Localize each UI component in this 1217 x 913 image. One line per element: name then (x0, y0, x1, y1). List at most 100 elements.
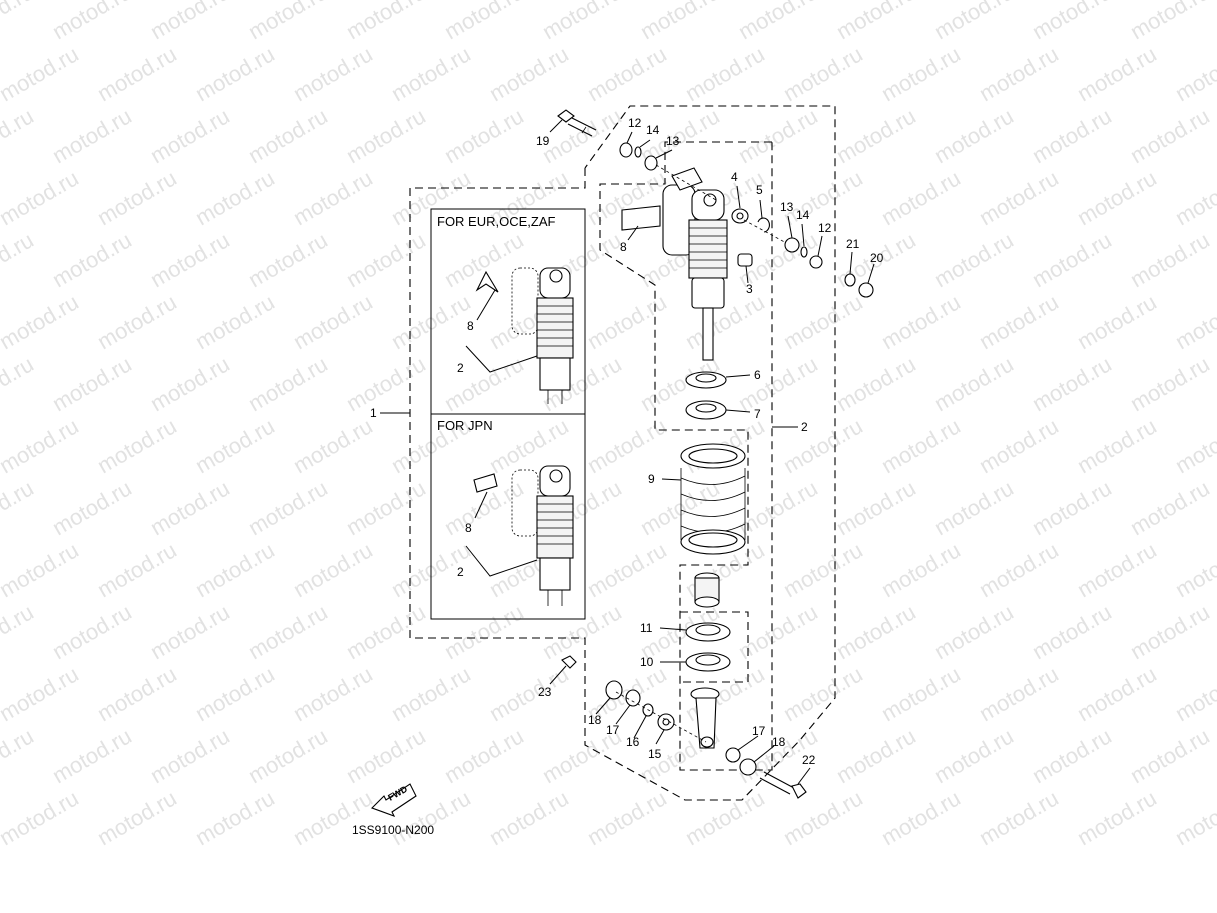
watermark-text: motod.ru (485, 41, 573, 106)
watermark-text: motod.ru (1171, 537, 1217, 602)
watermark-text: motod.ru (0, 351, 38, 416)
watermark-text: motod.ru (0, 41, 83, 106)
callout-1: 1 (370, 406, 377, 420)
watermark-text: motod.ru (146, 475, 234, 540)
watermark-text: motod.ru (244, 351, 332, 416)
watermark-text: motod.ru (0, 289, 83, 354)
callout-17-right: 17 (752, 724, 766, 738)
watermark-text: motod.ru (289, 413, 377, 478)
watermark-text: motod.ru (191, 41, 279, 106)
nut-20 (858, 282, 874, 298)
callout-14-right: 14 (796, 208, 810, 222)
watermark-text: motod.ru (734, 0, 822, 44)
leader-lines (380, 119, 875, 785)
watermark-text: motod.ru (877, 289, 965, 354)
watermark-text: motod.ru (1028, 599, 1116, 664)
spring-seat-group-boundary (680, 611, 749, 683)
watermark-text: motod.ru (48, 723, 136, 788)
watermark-text: motod.ru (342, 0, 430, 44)
callout-12-right: 12 (818, 221, 832, 235)
watermark-text: motod.ru (1073, 661, 1161, 726)
watermark-text: motod.ru (832, 351, 920, 416)
watermark-text: motod.ru (191, 785, 279, 850)
nut-23 (561, 655, 577, 669)
callout-15: 15 (648, 747, 662, 761)
watermark-text: motod.ru (779, 785, 867, 850)
watermark-text: motod.ru (244, 599, 332, 664)
watermark-text: motod.ru (244, 0, 332, 44)
bolt-22 (759, 771, 807, 799)
eur-shock-illustration (475, 267, 574, 404)
fitting-3 (737, 253, 753, 267)
watermark-text: motod.ru (440, 723, 528, 788)
watermark-text: motod.ru (975, 785, 1063, 850)
watermark-text: motod.ru (975, 537, 1063, 602)
watermark-text: motod.ru (0, 785, 83, 850)
watermark-text: motod.ru (48, 351, 136, 416)
lower-eye (690, 687, 720, 749)
watermark-text: motod.ru (975, 41, 1063, 106)
seal-17-left (625, 689, 641, 707)
watermark-text: motod.ru (0, 537, 83, 602)
watermark-text: motod.ru (289, 537, 377, 602)
watermark-text: motod.ru (583, 785, 671, 850)
watermark-text: motod.ru (1126, 351, 1214, 416)
ring-nut-7 (685, 400, 727, 420)
watermark-text: motod.ru (146, 723, 234, 788)
watermark-text: motod.ru (734, 599, 822, 664)
watermark-text: motod.ru (146, 103, 234, 168)
watermark-text: motod.ru (1126, 103, 1214, 168)
watermark-text: motod.ru (289, 785, 377, 850)
watermark-text: motod.ru (93, 785, 181, 850)
callout-20: 20 (870, 251, 884, 265)
jpn-callout-2: 2 (457, 565, 464, 579)
watermark-text: motod.ru (930, 0, 1018, 44)
assembly-2-boundary (599, 141, 773, 771)
watermark-text: motod.ru (244, 227, 332, 292)
watermark-text: motod.ru (289, 165, 377, 230)
watermark-text: motod.ru (244, 723, 332, 788)
watermark-text: motod.ru (1073, 165, 1161, 230)
watermark-text: motod.ru (48, 475, 136, 540)
watermark-text: motod.ru (93, 165, 181, 230)
bushing-12-right (809, 255, 823, 269)
watermark-text: motod.ru (930, 227, 1018, 292)
callout-4: 4 (731, 170, 738, 184)
watermark-text: motod.ru (1073, 289, 1161, 354)
callout-14-upper: 14 (646, 123, 660, 137)
watermark-text: motod.ru (342, 103, 430, 168)
bushing-12-upper (619, 142, 633, 158)
watermark-text: motod.ru (1171, 413, 1217, 478)
watermark-text: motod.ru (0, 599, 38, 664)
watermark-text: motod.ru (93, 537, 181, 602)
watermark-text: motod.ru (342, 227, 430, 292)
watermark-text: motod.ru (1028, 475, 1116, 540)
watermark-text: motod.ru (877, 41, 965, 106)
callout-8: 8 (620, 240, 627, 254)
callout-13-upper: 13 (666, 134, 680, 148)
callout-19: 19 (536, 134, 550, 148)
watermark-text: motod.ru (930, 723, 1018, 788)
watermark-text: motod.ru (440, 0, 528, 44)
watermark-text: motod.ru (1028, 103, 1116, 168)
label-part-8 (621, 205, 661, 231)
watermark-text: motod.ru (244, 103, 332, 168)
jpn-shock-illustration (473, 465, 574, 606)
watermark-text: motod.ru (1028, 723, 1116, 788)
watermark-text: motod.ru (538, 103, 626, 168)
watermark-text: motod.ru (1126, 0, 1214, 44)
watermark-text: motod.ru (1073, 413, 1161, 478)
watermark-text: motod.ru (1073, 41, 1161, 106)
ring-nut-6 (685, 371, 727, 389)
watermark-text: motod.ru (342, 723, 430, 788)
callout-21: 21 (846, 237, 860, 251)
watermark-text: motod.ru (93, 413, 181, 478)
watermark-text: motod.ru (1126, 599, 1214, 664)
watermark-text: motod.ru (779, 413, 867, 478)
watermark-text: motod.ru (485, 785, 573, 850)
watermark-text: motod.ru (583, 41, 671, 106)
watermark-text: motod.ru (930, 103, 1018, 168)
watermark-text: motod.ru (93, 289, 181, 354)
eur-callout-2: 2 (457, 361, 464, 375)
watermark-text: motod.ru (832, 0, 920, 44)
